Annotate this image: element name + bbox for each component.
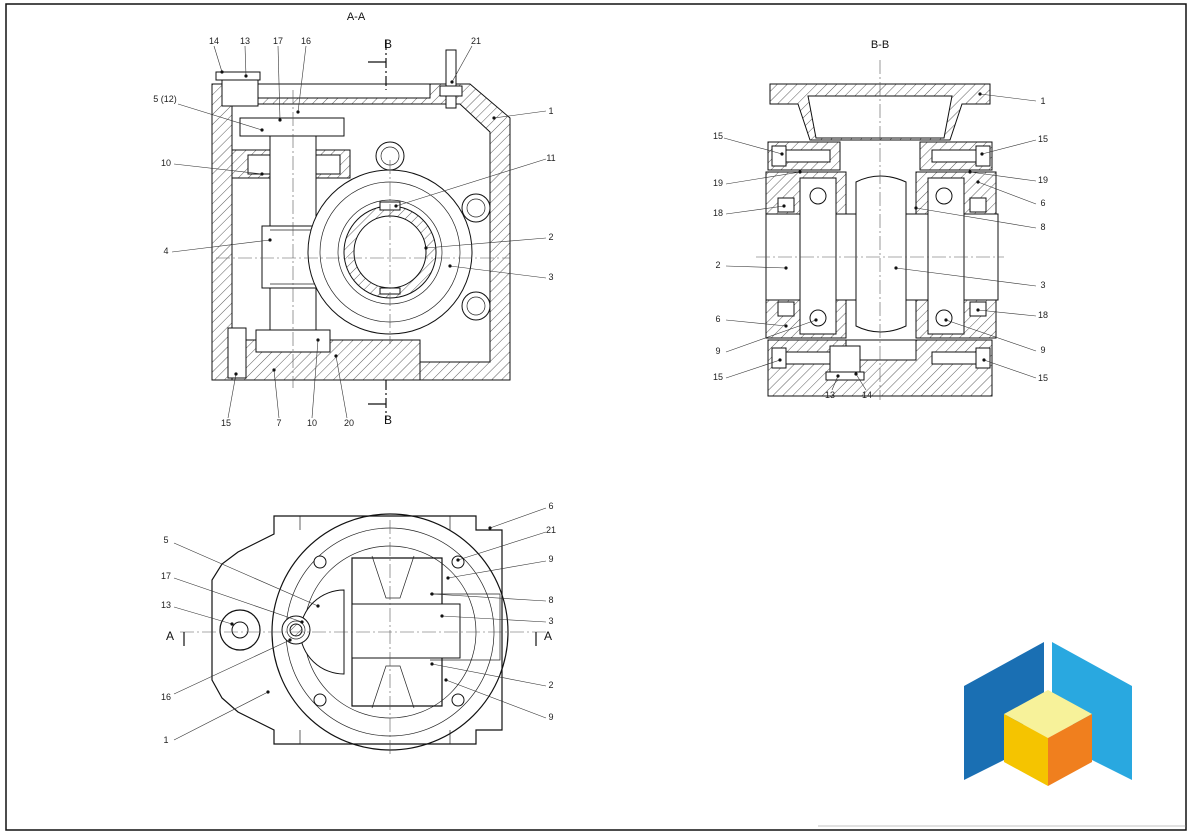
label-top-6: 6: [548, 501, 553, 511]
label-bb-19b: 19: [1038, 175, 1048, 185]
sheet-border: [5, 3, 1187, 831]
label-aa-5-12: 5 (12): [153, 94, 177, 104]
label-top-5: 5: [163, 535, 168, 545]
label-aa-13: 13: [240, 36, 250, 46]
label-top-1: 1: [163, 735, 168, 745]
section-view-aa: A-A: [153, 11, 555, 428]
label-bb-15a: 15: [713, 131, 723, 141]
cut-mark-b-bottom: B: [384, 413, 392, 427]
section-view-bb: B-B 15 19: [713, 39, 1048, 400]
label-bb-13: 13: [825, 390, 835, 400]
label-aa-3: 3: [548, 272, 553, 282]
label-aa-20: 20: [344, 418, 354, 428]
label-bb-3: 3: [1040, 280, 1045, 290]
section-title-bb: B-B: [871, 39, 889, 51]
label-bb-19a: 19: [713, 178, 723, 188]
label-aa-2: 2: [548, 232, 553, 242]
label-aa-1: 1: [548, 106, 553, 116]
label-aa-10b: 10: [307, 418, 317, 428]
label-aa-10: 10: [161, 158, 171, 168]
label-bb-14: 14: [862, 390, 872, 400]
label-top-9b: 9: [548, 712, 553, 722]
label-top-13: 13: [161, 600, 171, 610]
label-aa-14: 14: [209, 36, 219, 46]
label-bb-6b: 6: [1040, 198, 1045, 208]
label-bb-9b: 9: [1040, 345, 1045, 355]
label-bb-8: 8: [1040, 222, 1045, 232]
label-top-16: 16: [161, 692, 171, 702]
label-bb-1: 1: [1040, 96, 1045, 106]
label-aa-11: 11: [546, 153, 555, 163]
label-bb-15b: 15: [713, 372, 723, 382]
label-bb-18b: 18: [1038, 310, 1048, 320]
label-bb-2: 2: [715, 260, 720, 270]
label-bb-15c: 15: [1038, 134, 1048, 144]
label-bb-9a: 9: [715, 346, 720, 356]
label-aa-15: 15: [221, 418, 231, 428]
label-top-8: 8: [548, 595, 553, 605]
label-bb-18a: 18: [713, 208, 723, 218]
cut-mark-a-left: A: [166, 629, 174, 643]
label-top-21: 21: [546, 525, 556, 535]
cube-logo: [964, 642, 1132, 786]
top-view: A A 5 17 13 16 1 6 21 9 8 3 2 9: [161, 501, 556, 754]
label-top-9a: 9: [548, 554, 553, 564]
label-aa-21: 21: [471, 36, 481, 46]
cut-mark-b-top: B: [384, 37, 392, 51]
label-bb-15d: 15: [1038, 373, 1048, 383]
label-aa-17: 17: [273, 36, 283, 46]
label-top-2: 2: [548, 680, 553, 690]
label-aa-4: 4: [163, 246, 168, 256]
label-top-17: 17: [161, 571, 171, 581]
label-aa-16: 16: [301, 36, 311, 46]
label-top-3: 3: [548, 616, 553, 626]
cut-mark-a-right: A: [544, 629, 552, 643]
section-title-aa: A-A: [347, 11, 366, 23]
label-bb-6a: 6: [715, 314, 720, 324]
label-aa-7: 7: [276, 418, 281, 428]
